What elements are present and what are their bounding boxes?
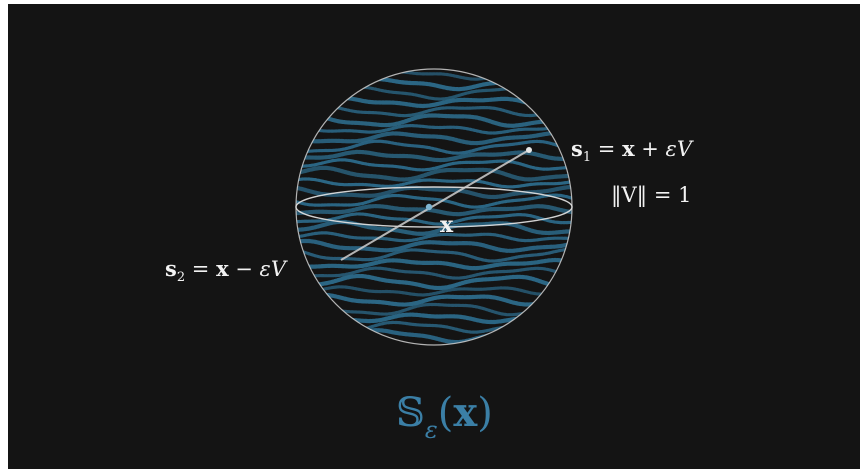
sphere-stripe xyxy=(296,193,572,209)
point-x xyxy=(425,203,433,211)
sphere-diagram: s1 = x + εV ‖V‖ = 1 x s2 = x − εV 𝕊ε(x) xyxy=(165,68,694,444)
sphere-stripe xyxy=(296,257,572,271)
sphere-stripe xyxy=(296,292,572,307)
sphere-stripe xyxy=(296,311,572,325)
label-sphere-name: 𝕊ε(x) xyxy=(396,389,493,444)
sphere-stripe xyxy=(296,231,572,243)
equator-ellipse xyxy=(295,186,573,228)
sphere-stripe xyxy=(296,111,572,128)
sphere-stripe xyxy=(296,139,572,155)
sphere-stripe xyxy=(296,77,572,92)
sphere-stripe xyxy=(296,320,572,334)
sphere-stripe xyxy=(296,266,572,280)
sphere-stripe xyxy=(296,273,572,291)
direction-line xyxy=(340,149,530,261)
point-s1 xyxy=(526,147,532,153)
label-center-x: x xyxy=(440,212,454,238)
sphere-stripe xyxy=(296,328,572,345)
sphere-stripe xyxy=(296,123,572,135)
sphere-stripe xyxy=(296,177,572,189)
sphere-stripe xyxy=(296,212,572,226)
diagram-canvas: s1 = x + εV ‖V‖ = 1 x s2 = x − εV 𝕊ε(x) xyxy=(8,4,860,469)
sphere-stripe xyxy=(296,247,572,263)
label-s1: s1 = x + εV xyxy=(571,136,694,165)
sphere-stripe xyxy=(296,149,572,163)
label-s2: s2 = x − εV xyxy=(165,256,288,285)
sphere-stripe xyxy=(296,69,572,81)
sphere-stripe xyxy=(296,158,572,172)
sphere-stripe xyxy=(296,85,572,101)
sphere-stripe xyxy=(296,203,572,217)
sphere-stripe xyxy=(296,130,572,146)
sphere-stripe xyxy=(296,165,572,182)
sphere-stripe xyxy=(296,184,572,200)
label-norm: ‖V‖ = 1 xyxy=(611,183,691,208)
sphere-stripe xyxy=(296,285,572,297)
sphere-stripe xyxy=(296,238,572,253)
